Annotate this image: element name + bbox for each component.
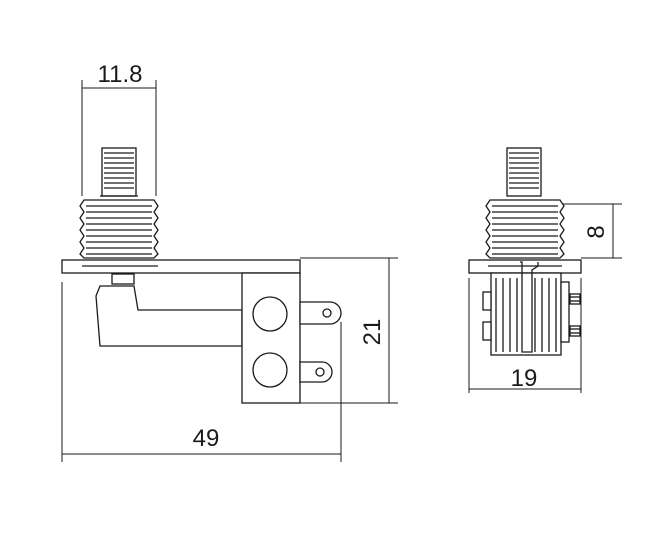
solder-lugs <box>299 301 342 383</box>
side-body <box>490 272 562 356</box>
dim-bushing-width: 11.8 <box>98 61 143 88</box>
dimension-lines <box>61 80 622 462</box>
side-view <box>468 147 582 356</box>
front-lever <box>95 273 243 347</box>
side-bushing <box>485 199 565 259</box>
front-shaft <box>101 147 137 197</box>
front-mount-plate <box>61 259 301 274</box>
dim-thread-height: 8 <box>583 225 610 238</box>
dim-overall-length: 49 <box>193 425 220 452</box>
dim-body-height: 21 <box>359 319 386 346</box>
front-bushing <box>79 195 159 259</box>
side-shaft <box>506 147 542 197</box>
front-body <box>241 272 301 404</box>
side-screws <box>569 293 581 337</box>
front-view <box>61 147 342 404</box>
dim-side-width: 19 <box>511 365 538 392</box>
contact-upper <box>252 296 288 332</box>
contact-lower <box>252 352 288 388</box>
